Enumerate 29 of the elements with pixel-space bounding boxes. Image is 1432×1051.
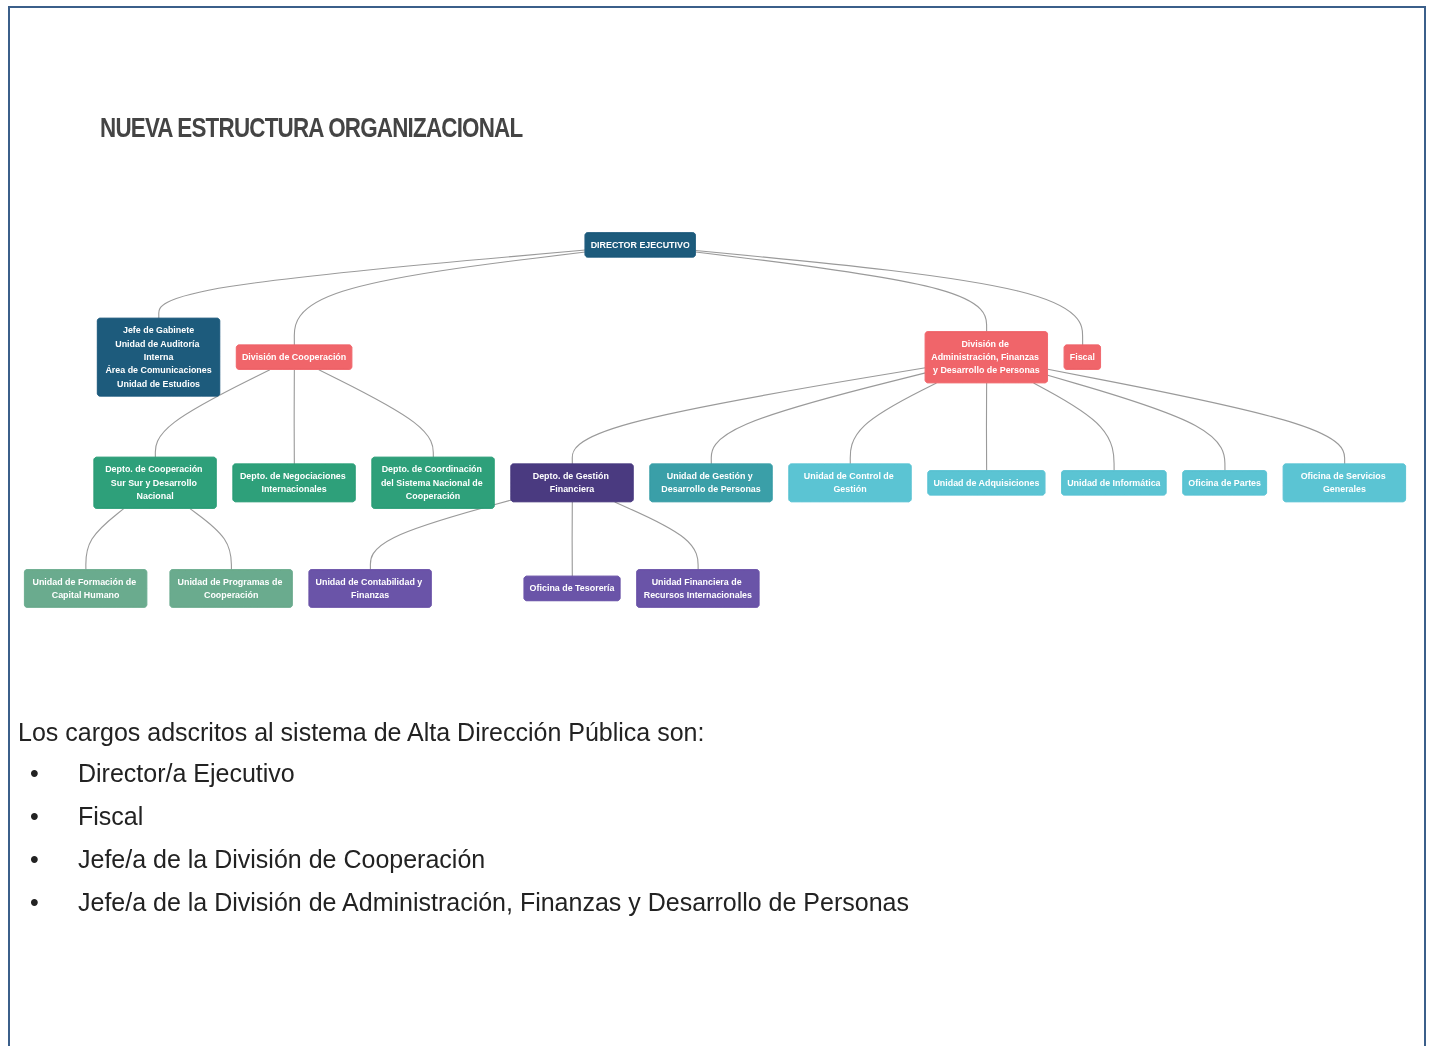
connector [293, 369, 295, 465]
bullet-item: Jefe/a de la División de Cooperación [78, 845, 486, 873]
intro-paragraph: Los cargos adscritos al sistema de Alta Dirección Pública son: [18, 718, 706, 747]
connector [985, 382, 988, 472]
connector [571, 367, 927, 465]
connector [710, 372, 927, 465]
connector [614, 501, 699, 571]
connector [1047, 368, 1346, 465]
connector [849, 382, 937, 465]
diagram-title: NUEVA ESTRUCTURA ORGANIZACIONAL [100, 112, 523, 144]
connector [695, 249, 1084, 346]
connector [293, 251, 586, 346]
bullet-item: Jefe/a de la División de Administración, Finanzas y Desarrollo de Personas [78, 888, 909, 916]
connector [158, 249, 586, 320]
bullet-item: Fiscal [78, 802, 144, 830]
connector [85, 508, 125, 571]
bullet-item: Director/a Ejecutivo [78, 759, 295, 787]
bullet-marker: • [30, 802, 40, 831]
connector [369, 499, 512, 571]
connector [1047, 374, 1226, 472]
bullet-marker: • [30, 845, 40, 874]
bullet-marker: • [30, 888, 40, 917]
connector [154, 369, 271, 459]
connector [189, 508, 232, 571]
bullet-marker: • [30, 759, 40, 788]
connector [695, 251, 988, 333]
connector [1033, 382, 1115, 472]
connector [318, 369, 434, 459]
connector [571, 501, 573, 578]
